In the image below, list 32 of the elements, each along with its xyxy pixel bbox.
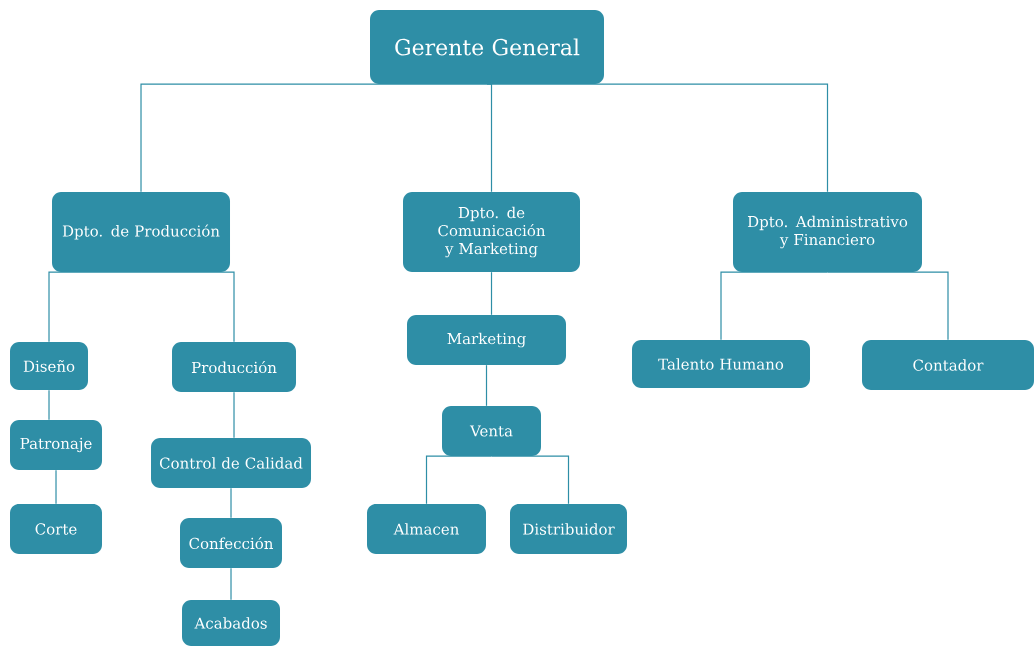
org-box: Corte <box>10 504 102 554</box>
connector-line <box>48 389 50 421</box>
org-box: Dpto. de Comunicación y Marketing <box>403 192 580 272</box>
connector-line <box>490 271 493 316</box>
org-box: Venta <box>442 406 541 456</box>
org-box: Diseño <box>10 342 88 390</box>
org-box: Distribuidor <box>510 504 627 554</box>
connector-line <box>233 391 235 439</box>
org-box: Control de Calidad <box>151 438 311 488</box>
org-box: Almacen <box>367 504 486 554</box>
connector-line <box>230 567 232 601</box>
connector-line <box>48 271 142 343</box>
connector-line <box>55 469 57 505</box>
org-box: Confección <box>180 518 282 568</box>
connector-line <box>425 455 493 505</box>
connector-line <box>720 271 829 341</box>
org-box: Contador <box>862 340 1034 390</box>
connector-line <box>486 83 829 193</box>
org-box: Patronaje <box>10 420 102 470</box>
connector-line <box>485 364 488 407</box>
connector-line <box>826 271 949 341</box>
connector-line <box>490 455 570 505</box>
org-box: Marketing <box>407 315 566 365</box>
connector-line <box>140 83 488 193</box>
org-box: Producción <box>172 342 296 392</box>
org-box: Gerente General <box>370 10 604 84</box>
org-box: Dpto. de Producción <box>52 192 230 272</box>
org-box: Acabados <box>182 600 280 646</box>
connector-line <box>140 271 235 343</box>
org-box: Dpto. Administrativo y Financiero <box>733 192 922 272</box>
org-box: Talento Humano <box>632 340 810 388</box>
connector-line <box>230 487 232 519</box>
